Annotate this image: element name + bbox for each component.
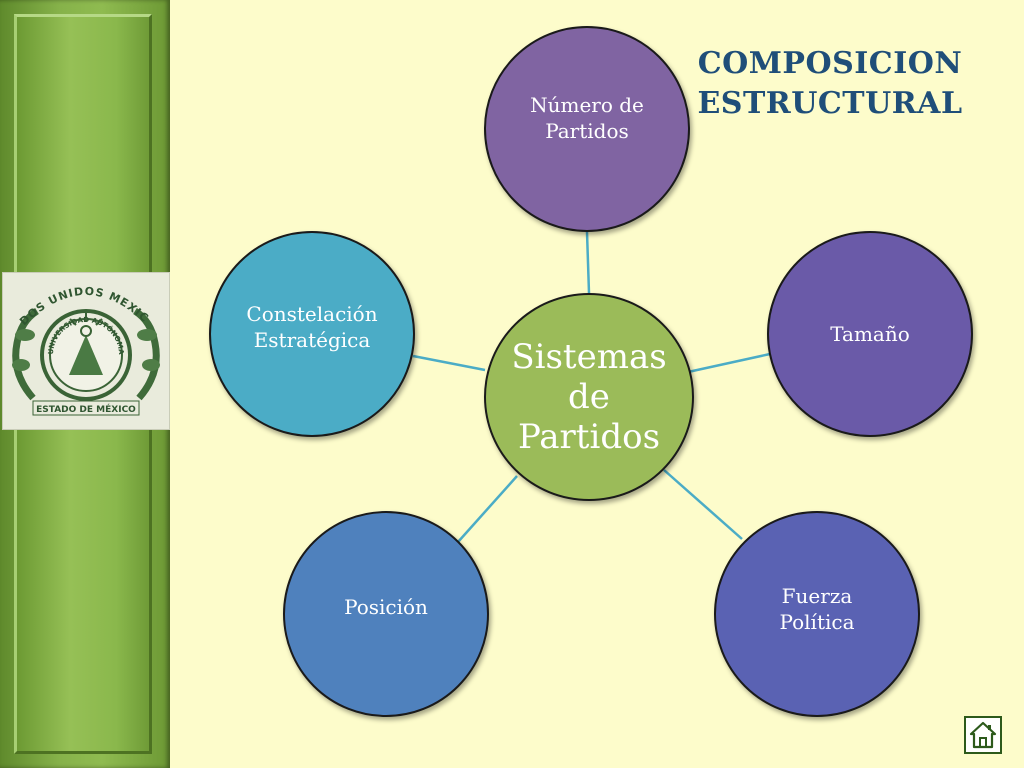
center-node-sistemas-de-partidos: Sistemas de Partidos: [484, 293, 694, 501]
seal-bottom-text: ESTADO DE MÉXICO: [36, 403, 136, 415]
connector-fuerza: [663, 469, 743, 540]
connector-tamano: [687, 352, 771, 374]
node-numero-line-2: Partidos: [545, 119, 629, 143]
node-constelacion-line-2: Estratégica: [253, 328, 371, 352]
node-tamano-line-1: Tamaño: [830, 322, 910, 346]
title-line-1: COMPOSICION: [697, 46, 963, 81]
seal-graphic: ESTADOS UNIDOS MEXICANOS UNIVERSIDAD AUT…: [0, 263, 160, 416]
connector-posicion: [457, 475, 518, 543]
node-constelacion-line-1: Constelación: [246, 302, 378, 326]
node-numero-de-partidos: Número de Partidos: [484, 26, 690, 232]
node-constelacion-estrategica: Constelación Estratégica: [209, 231, 415, 437]
center-line-3: Partidos: [517, 417, 661, 457]
university-seal: ESTADOS UNIDOS MEXICANOS UNIVERSIDAD AUT…: [0, 263, 170, 430]
node-posicion: Posición: [283, 511, 489, 717]
title-line-2: ESTRUCTURAL: [697, 86, 963, 121]
home-button[interactable]: [964, 716, 1002, 754]
center-line-1: Sistemas: [511, 337, 667, 377]
node-tamano: Tamaño: [767, 231, 973, 437]
node-fuerza-line-1: Fuerza: [781, 584, 853, 608]
node-numero-line-1: Número de: [530, 93, 644, 117]
center-line-2: de: [568, 377, 610, 417]
connector-numero: [585, 231, 591, 294]
node-fuerza-line-2: Política: [779, 610, 855, 634]
node-fuerza-politica: Fuerza Política: [714, 511, 920, 717]
node-posicion-line-1: Posición: [344, 595, 428, 619]
home-icon: [969, 721, 997, 749]
connector-constelacion: [412, 354, 486, 372]
page-title: COMPOSICION ESTRUCTURAL: [690, 44, 970, 124]
